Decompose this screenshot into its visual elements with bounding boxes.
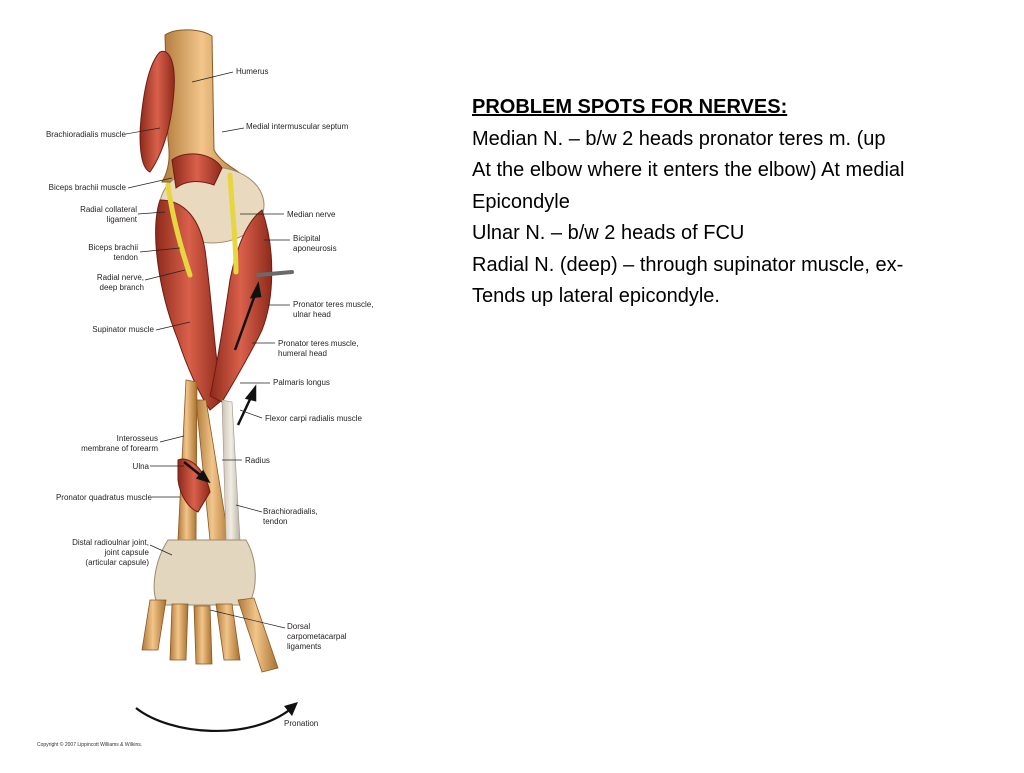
label-radial-nerve-deep-branch: Radial nerve,deep branch xyxy=(96,273,144,292)
forearm-drawing xyxy=(125,29,298,732)
metacarpals xyxy=(141,597,279,673)
wrist-carpus xyxy=(153,539,256,606)
label-brachioradialis-muscle: Brachioradialis muscle xyxy=(45,130,126,139)
label-pronation: Pronation xyxy=(284,719,319,728)
pronation-arrowhead xyxy=(284,702,298,716)
label-humerus: Humerus xyxy=(236,67,269,76)
leader-lines xyxy=(125,71,290,629)
label-pronator-teres-ulnar-head: Pronator teres muscle,ulnar head xyxy=(293,300,374,319)
label-ulna: Ulna xyxy=(132,462,149,471)
forearm-anatomy-illustration: Brachioradialis muscle Biceps brachii mu… xyxy=(0,0,460,768)
notes-line: At the elbow where it enters the elbow) … xyxy=(472,159,905,181)
pronator-quadratus-muscle xyxy=(177,458,211,513)
notes-line: Tends up lateral epicondyle. xyxy=(472,285,720,307)
label-flexor-carpi-radialis: Flexor carpi radialis muscle xyxy=(265,414,362,423)
brachioradialis-upper xyxy=(139,50,175,173)
supinator-brachioradialis-mass xyxy=(155,199,223,411)
label-radius: Radius xyxy=(245,456,270,465)
probe xyxy=(256,270,294,277)
notes-heading: PROBLEM SPOTS FOR NERVES: xyxy=(472,96,788,118)
biceps-muscle xyxy=(171,153,223,189)
humerus-bone xyxy=(161,29,252,183)
label-pronator-quadratus-muscle: Pronator quadratus muscle xyxy=(55,493,152,502)
problem-spots-notes: PROBLEM SPOTS FOR NERVES: Median N. – b/… xyxy=(472,92,1024,313)
notes-line: Epicondyle xyxy=(472,190,570,213)
label-median-nerve: Median nerve xyxy=(287,210,336,219)
copyright-notice: Copyright © 2007 Lippincott Williams & W… xyxy=(37,742,143,748)
pronation-force-arrows xyxy=(183,281,262,484)
label-pronator-teres-humeral-head: Pronator teres muscle,humeral head xyxy=(278,339,359,358)
notes-line: Radial N. (deep) – through supinator mus… xyxy=(472,253,904,276)
pronation-curve xyxy=(135,707,293,732)
notes-line: Ulnar N. – b/w 2 heads of FCU xyxy=(472,222,745,244)
radial-nerve-deep-branch xyxy=(165,182,193,278)
label-supinator-muscle: Supinator muscle xyxy=(92,325,154,334)
label-biceps-brachii-muscle: Biceps brachii muscle xyxy=(48,183,126,192)
label-medial-intermuscular-septum: Medial intermuscular septum xyxy=(246,122,349,131)
notes-line: Median N. – b/w 2 heads pronator teres m… xyxy=(472,127,886,150)
label-palmaris-longus: Palmaris longus xyxy=(273,378,330,387)
label-brachioradialis-tendon: Brachioradialis,tendon xyxy=(263,507,318,526)
median-nerve xyxy=(227,172,239,275)
label-distal-radioulnar-joint: Distal radioulnar joint,joint capsule(ar… xyxy=(72,538,149,567)
